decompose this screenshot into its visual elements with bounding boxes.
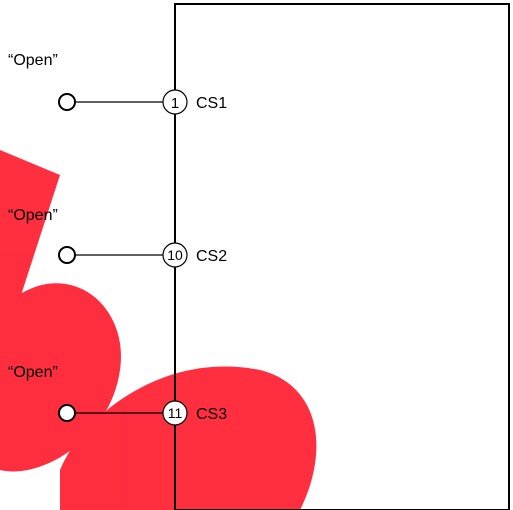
- open-label: “Open”: [8, 364, 58, 381]
- signal-label: CS3: [196, 406, 227, 423]
- terminal-circle: [58, 93, 76, 111]
- signal-label: CS1: [196, 95, 227, 112]
- connection-cs1: “Open” 1 CS1: [8, 52, 227, 115]
- pin-number: 1: [171, 95, 179, 112]
- pin-number: 11: [168, 405, 183, 421]
- pin-circle: [162, 400, 188, 426]
- open-label: “Open”: [8, 52, 58, 69]
- connection-cs3: “Open” 11 CS3: [8, 364, 227, 426]
- signal-label: CS2: [196, 248, 227, 265]
- watermark-stroke-middle: [0, 283, 121, 472]
- watermark: [0, 150, 317, 510]
- terminal-circle: [58, 246, 76, 264]
- pin-number: 10: [167, 247, 183, 263]
- pin-circle: [162, 89, 188, 115]
- watermark-stroke-bottom: [60, 366, 317, 510]
- terminal-circle: [58, 404, 76, 422]
- pin-circle: [162, 242, 188, 268]
- connection-cs2: “Open” 10 CS2: [8, 207, 227, 268]
- open-label: “Open”: [8, 207, 58, 224]
